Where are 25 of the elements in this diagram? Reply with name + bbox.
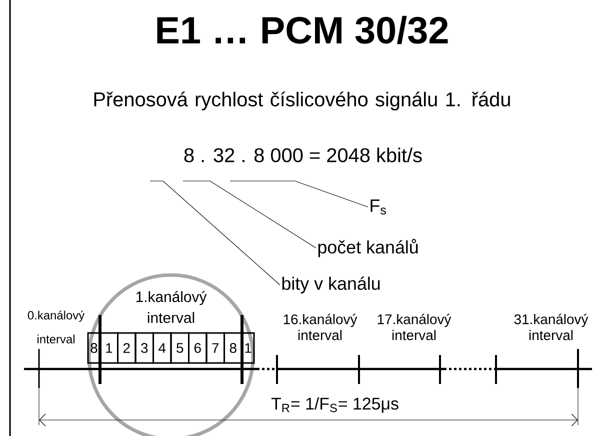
bit-cell: 5 (170, 332, 190, 364)
leader-line (150, 180, 280, 286)
formula: 8 . 32 . 8 000 = 2048 kbit/s (184, 148, 422, 162)
bit-cell: 6 (188, 332, 208, 364)
bit-cell: 8 (87, 332, 101, 364)
bit-cell: 8 (224, 332, 243, 364)
bit-cell: 3 (134, 332, 154, 364)
bit-cell: 2 (117, 332, 136, 364)
channel-label: 17.kanálový interval (378, 314, 452, 340)
channel-label: 1.kanálový interval (136, 290, 207, 324)
leader-label: bity v kanálu (282, 276, 380, 294)
title: E1 … PCM 30/32 (157, 16, 448, 44)
bit-cell: 7 (206, 332, 225, 364)
subtitle: Přenosová rychlost číslicového signálu 1. řádu (94, 92, 510, 110)
leader-label: F$_{s}$ (370, 199, 386, 215)
channel-label: 16.kanálový interval (284, 314, 358, 340)
bit-cell: 1 (241, 332, 255, 364)
channel-label: 31.kanálový interval (514, 314, 588, 340)
leader-line (182, 180, 316, 248)
period-label: T$_{R}$= 1/F$_{S}$= 125μs (271, 397, 398, 413)
channel-label: 0.kanálový interval (28, 310, 85, 344)
leader-line (230, 180, 368, 208)
leader-label: počet kanálů (318, 238, 418, 258)
bit-cell: 1 (99, 332, 118, 364)
bit-cell: 4 (152, 332, 172, 364)
